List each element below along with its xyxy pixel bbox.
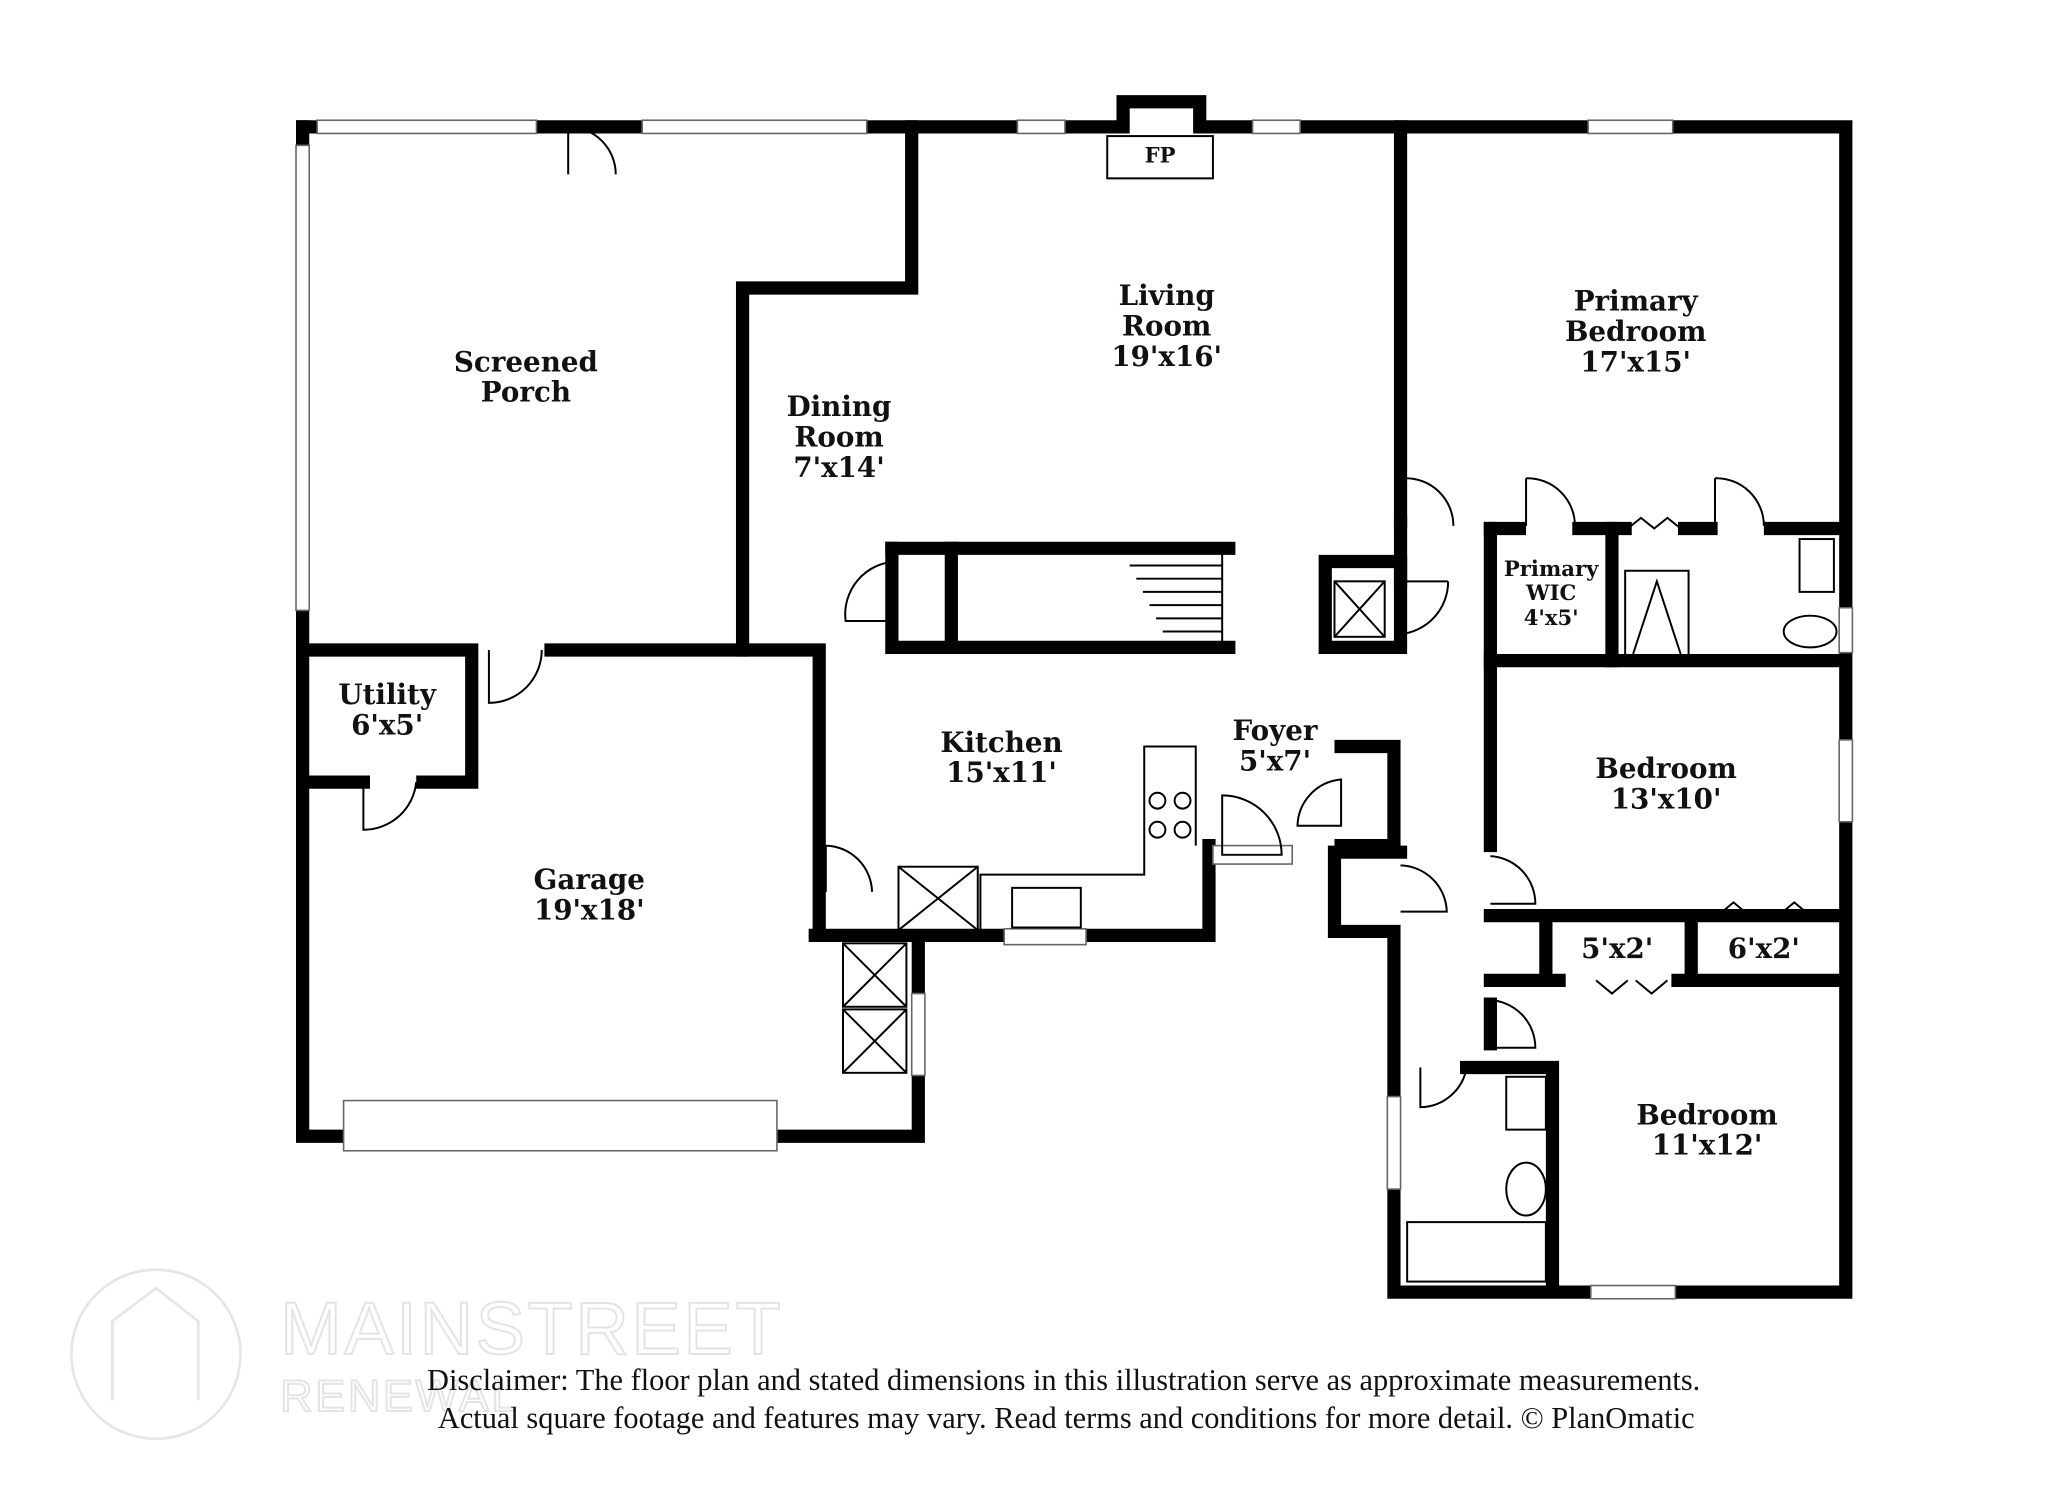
primary-bedroom-dims: 17'x15' xyxy=(1580,345,1691,378)
screened-porch-label: Screened xyxy=(454,345,598,378)
windows xyxy=(295,119,1854,1300)
primary-bedroom-label-2: Bedroom xyxy=(1565,315,1706,348)
kitchen-label: Kitchen xyxy=(940,726,1062,759)
doors-and-fixtures xyxy=(362,125,1838,1283)
watermark-logo: MAINSTREET RENEWAL xyxy=(70,1268,783,1441)
closet-dims: 5'x2' xyxy=(1581,932,1653,965)
bedroom-label: Bedroom xyxy=(1595,752,1736,785)
foyer-label: Foyer xyxy=(1233,714,1318,747)
closet-dims-2: 6'x2' xyxy=(1728,932,1800,965)
utility-dims: 6'x5' xyxy=(351,709,423,742)
bedroom-3-label: Bedroom xyxy=(1636,1098,1777,1131)
foyer-dims: 5'x7' xyxy=(1239,744,1311,777)
utility-label: Utility xyxy=(338,678,436,711)
disclaimer-line-1: Disclaimer: The floor plan and stated di… xyxy=(427,1363,1700,1397)
bedroom-3-dims: 11'x12' xyxy=(1652,1129,1763,1162)
watermark-text: MAINSTREET xyxy=(280,1287,783,1370)
room-labels: Screened Porch FP Living Room 19'x16' Pr… xyxy=(338,143,1800,1162)
dining-room-dims: 7'x14' xyxy=(793,451,884,484)
primary-wic-label: Primary xyxy=(1504,556,1599,581)
primary-bedroom-label: Primary xyxy=(1574,284,1699,317)
living-room-label: Living xyxy=(1119,279,1215,312)
dining-room-label-2: Room xyxy=(794,421,883,454)
garage-dims: 19'x18' xyxy=(534,894,645,927)
bedroom-dims: 13'x10' xyxy=(1611,783,1722,816)
dining-room-label: Dining xyxy=(787,390,892,423)
primary-wic-dims: 4'x5' xyxy=(1524,605,1579,630)
fireplace-label: FP xyxy=(1145,143,1176,168)
garage-label: Garage xyxy=(534,863,645,896)
primary-wic-label-2: WIC xyxy=(1525,580,1576,605)
disclaimer-line-2: Actual square footage and features may v… xyxy=(438,1401,1695,1435)
watermark-text-2: RENEWAL xyxy=(280,1370,519,1421)
living-room-dims: 19'x16' xyxy=(1111,340,1222,373)
screened-porch-label-2: Porch xyxy=(481,376,571,409)
living-room-label-2: Room xyxy=(1122,310,1211,343)
kitchen-dims: 15'x11' xyxy=(946,756,1057,789)
